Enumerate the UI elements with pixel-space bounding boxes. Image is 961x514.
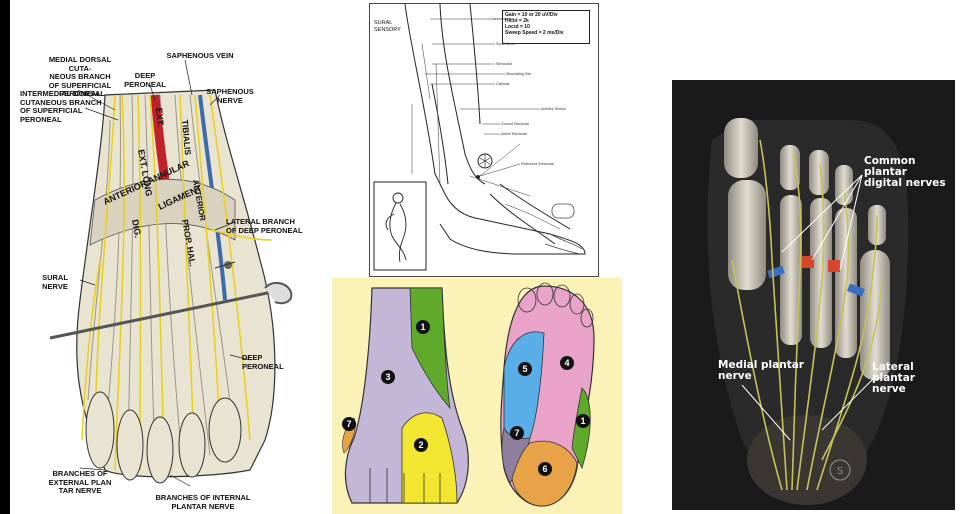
- foot-dermatome-map: [332, 278, 622, 514]
- zone-3-dorsal: 3: [381, 370, 395, 384]
- label-sural-nerve: Sural Nerve: [496, 42, 515, 46]
- label-stimulating-site: Stimulating Site: [506, 72, 531, 76]
- sural-nerve-label: SURAL NERVE: [35, 274, 75, 291]
- saphenous-nerve-label: SAPHENOUS NERVE: [200, 88, 260, 105]
- sural-sensory-title: SURAL SENSORY: [374, 20, 414, 33]
- sural-sensory-diagram: [370, 4, 598, 276]
- zone-7-dorsal: 7: [342, 417, 356, 431]
- zone-4-plantar: 4: [560, 356, 574, 370]
- zone-1-dorsal: 1: [416, 320, 430, 334]
- dorsal-foot-anatomy-panel: EXT. LONG EXT. TIBIALIS ANTERIOR ANNULAR…: [10, 0, 330, 514]
- zone-5-plantar: 5: [518, 362, 532, 376]
- settings-box: Gain = 10 or 20 uV/Div Hicut = 2k Locut …: [502, 10, 590, 44]
- label-active-electrode: Active Electrode: [501, 132, 527, 136]
- label-gastrocnemius: Gastrocnemius: [490, 17, 514, 21]
- lateral-plantar-nerve-label: Lateral plantar nerve: [872, 362, 954, 395]
- saphenous-vein-label: SAPHENOUS VEIN: [160, 52, 240, 61]
- label-cathode: Cathode: [496, 82, 510, 86]
- plantar-nerves-render: S: [672, 80, 955, 510]
- common-plantar-digital-nerves-label: Common plantar digital nerves: [864, 156, 954, 189]
- lateral-branch-deep-peroneal-label: LATERAL BRANCH OF DEEP PERONEAL: [226, 218, 326, 235]
- zone-7-plantar: 7: [510, 426, 524, 440]
- medial-plantar-nerve-label: Medial plantar nerve: [718, 360, 808, 382]
- svg-text:S: S: [837, 466, 843, 477]
- zone-2-dorsal: 2: [414, 438, 428, 452]
- setting-sweep: Sweep Speed = 2 ms/Div: [505, 30, 587, 36]
- label-ground-electrode: Ground Electrode: [501, 122, 529, 126]
- ext-text: EXT.: [154, 107, 166, 127]
- plantar-nerves-panel: S Common plantar digital nerves Medial p…: [672, 80, 955, 510]
- zone-6-plantar: 6: [538, 462, 552, 476]
- branches-internal-plantar-label: BRANCHES OF INTERNAL PLANTAR NERVE: [148, 494, 258, 511]
- label-achilles-tendon: Achilles Tendon: [541, 107, 566, 111]
- foot-dermatome-panel: 1 2 3 4 5 6 7 1 7: [332, 278, 622, 514]
- label-stimulator: Stimulator: [496, 62, 512, 66]
- label-reference-electrode: Reference Electrode: [521, 162, 554, 166]
- deep-peroneal-bottom-label: DEEP PERONEAL: [242, 354, 302, 371]
- branches-external-plantar-label: BRANCHES OF EXTERNAL PLAN TAR NERVE: [40, 470, 120, 496]
- deep-peroneal-top-label: DEEP PERONEAL: [120, 72, 170, 89]
- sural-sensory-panel: SURAL SENSORY Gain = 10 or 20 uV/Div Hic…: [369, 3, 599, 277]
- zone-1-plantar: 1: [576, 414, 590, 428]
- intermedial-dorsal-cutaneous-label: INTERMEDIAL DORSAL CUTANEOUS BRANCH OF S…: [20, 90, 110, 124]
- left-frame-line: [0, 0, 10, 514]
